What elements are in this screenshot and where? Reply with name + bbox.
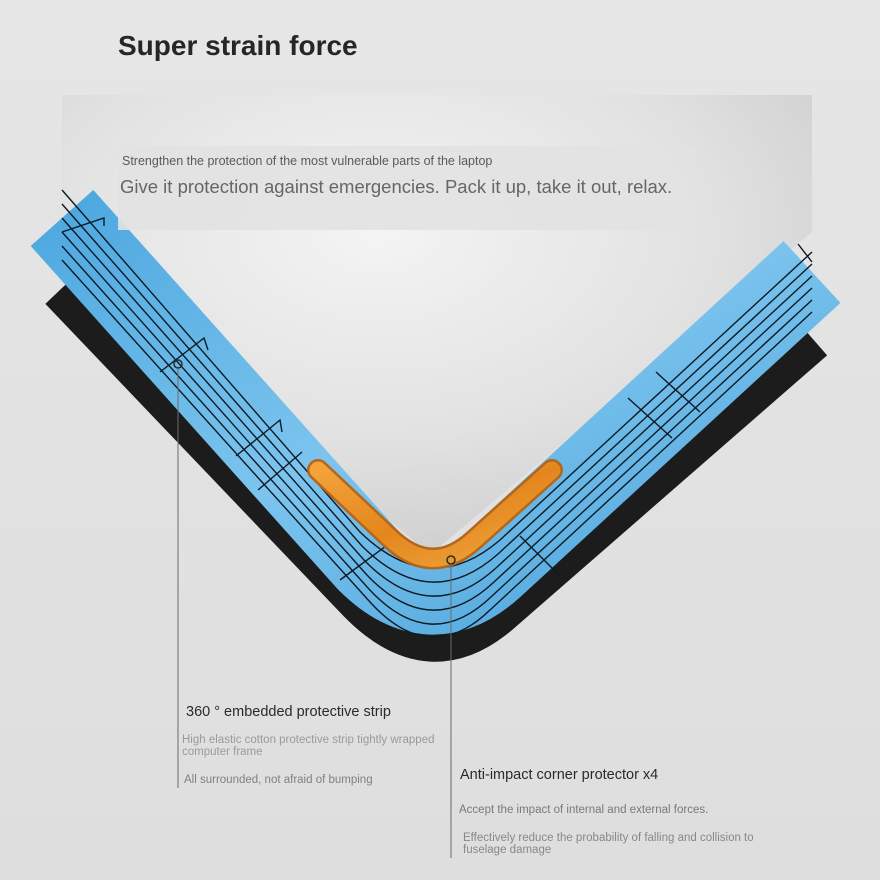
protective-strip-band: [30, 189, 841, 635]
strip-callout-note: All surrounded, not afraid of bumping: [184, 774, 373, 786]
subtitle-large: Give it protection against emergencies. …: [120, 176, 673, 197]
subtitle-small: Strengthen the protection of the most vu…: [122, 154, 493, 168]
page-title: Super strain force: [118, 30, 358, 61]
strip-callout-description: High elastic cotton protective strip tig…: [182, 734, 435, 758]
strip-callout-title: 360 ° embedded protective strip: [186, 704, 391, 720]
corner-callout-title: Anti-impact corner protector x4: [460, 767, 659, 783]
corner-callout-description: Accept the impact of internal and extern…: [459, 804, 709, 816]
subtitle-backdrop: [118, 146, 696, 230]
corner-callout-note: Effectively reduce the probability of fa…: [463, 832, 754, 856]
corner-protector-face: [309, 461, 561, 567]
